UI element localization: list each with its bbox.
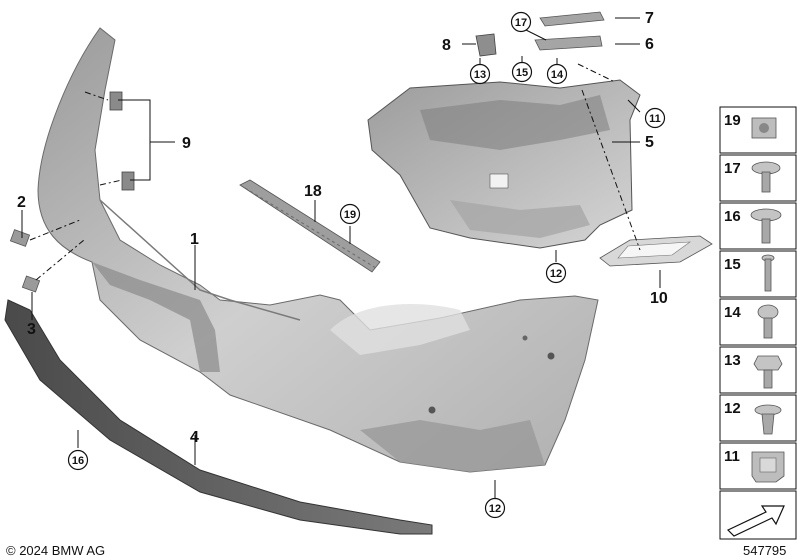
callout-5: 5: [645, 134, 654, 151]
circled-ref-14: 14: [546, 63, 568, 85]
legend-label-19: 19: [724, 112, 741, 129]
cover-part-10: [599, 235, 713, 267]
legend-label-13: 13: [724, 352, 741, 369]
front-bumper-panel: [37, 27, 599, 473]
bracket-part-3: [21, 275, 41, 293]
circled-ref-19: 19: [339, 203, 361, 225]
legend-label-14: 14: [724, 304, 741, 321]
sensor-hole: [522, 335, 528, 341]
legend-label-15: 15: [724, 256, 741, 273]
diagram-number: 547795: [743, 543, 786, 558]
legend-label-12: 12: [724, 400, 741, 417]
lower-trim-strip: [4, 299, 433, 535]
circled-ref-12-bumper: 12: [484, 497, 506, 519]
svg-text:13: 13: [474, 69, 486, 81]
svg-text:15: 15: [516, 67, 528, 79]
callout-18: 18: [304, 183, 322, 200]
legend-label-16: 16: [724, 208, 741, 225]
callout-10: 10: [650, 290, 668, 307]
direction-arrow-icon: [726, 505, 785, 537]
circled-ref-15: 15: [511, 61, 533, 83]
legend-label-11: 11: [724, 448, 740, 465]
svg-text:12: 12: [489, 503, 501, 515]
svg-text:11: 11: [649, 113, 661, 125]
callout-6: 6: [645, 36, 654, 53]
callout-4: 4: [190, 429, 199, 446]
clip-nut-icon: [751, 451, 785, 483]
svg-text:19: 19: [344, 209, 356, 221]
hex-screw-icon: [753, 355, 783, 389]
legend-cell-14: [719, 298, 797, 346]
circled-ref-12-carrier: 12: [545, 262, 567, 284]
callout-1: 1: [190, 231, 199, 248]
svg-text:14: 14: [551, 69, 564, 81]
callout-2: 2: [17, 194, 26, 211]
legend-label-17: 17: [724, 160, 741, 177]
bolt-icon: [761, 254, 775, 292]
circled-ref-11: 11: [644, 107, 666, 129]
callout-7: 7: [645, 10, 654, 27]
leader-lines: [21, 17, 661, 498]
pan-head-screw-icon: [757, 304, 779, 339]
legend-cell-12: [719, 394, 797, 442]
cap-part-8: [475, 33, 497, 57]
svg-text:16: 16: [72, 455, 84, 467]
svg-text:17: 17: [515, 17, 527, 29]
circled-ref-16: 16: [67, 449, 89, 471]
expanding-rivet-icon: [754, 404, 782, 435]
mount-clips-part-9: [109, 91, 135, 191]
hex-flange-screw-icon: [750, 208, 782, 244]
bracket-part-7: [539, 11, 605, 27]
callout-9: 9: [182, 135, 191, 152]
square-nut-icon: [751, 117, 777, 139]
bumper-carrier-part-5: [367, 79, 641, 249]
copyright-text: © 2024 BMW AG: [6, 543, 105, 558]
callout-8: 8: [442, 37, 451, 54]
circled-ref-13: 13: [469, 63, 491, 85]
sensor-hole: [428, 406, 436, 414]
bracket-part-6: [534, 35, 603, 51]
sensor-hole: [547, 352, 555, 360]
fastener-legend: 19 17 16 15 14: [719, 106, 797, 540]
flange-screw-icon: [751, 161, 781, 193]
callout-3: 3: [27, 321, 36, 338]
bracket-part-2: [9, 229, 31, 247]
svg-text:12: 12: [550, 268, 562, 280]
circled-ref-17: 17: [510, 11, 532, 33]
legend-cell-15: [719, 250, 797, 298]
bumper-strip-part-18: [239, 179, 381, 273]
